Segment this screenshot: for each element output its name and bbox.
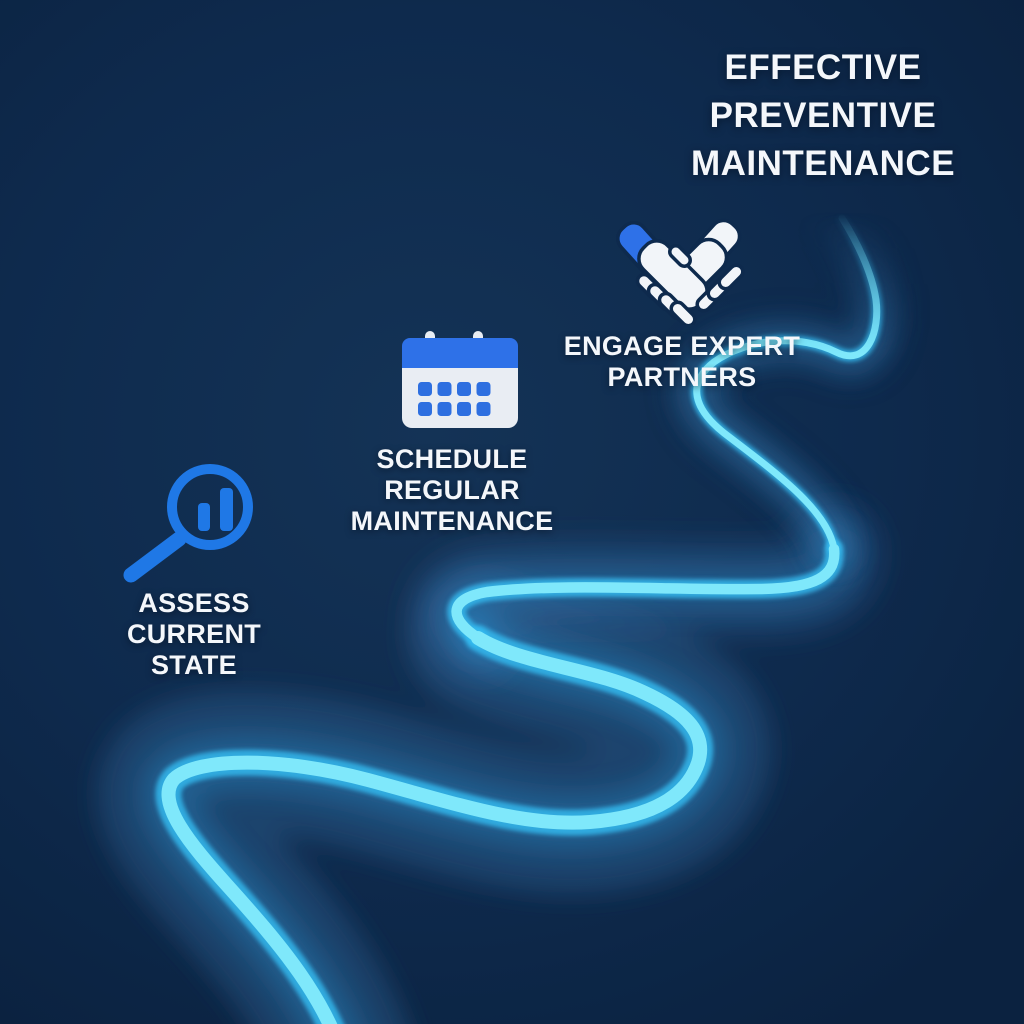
step-label: ENGAGE EXPERT PARTNERS	[564, 331, 800, 393]
step-label-line: STATE	[150, 650, 237, 680]
handshake-fingers-left	[635, 272, 697, 325]
title-line: MAINTENANCE	[690, 144, 956, 183]
step-label-line: REGULAR	[384, 475, 520, 505]
handshake-icon	[616, 218, 745, 325]
bar-chart-bar-short	[198, 503, 210, 531]
title-line: EFFECTIVE	[724, 48, 922, 87]
magnifier-lens	[167, 464, 253, 550]
handshake-fingers-right	[695, 263, 745, 313]
title-line: PREVENTIVE	[709, 96, 937, 135]
calendar-icon	[402, 331, 518, 428]
calendar-header	[402, 338, 518, 368]
step-label-line: MAINTENANCE	[350, 506, 554, 536]
step-label-line: CURRENT	[126, 619, 262, 649]
magnifier-handle	[123, 531, 187, 583]
step-label-line: ASSESS	[138, 588, 250, 618]
step-label-line: ENGAGE EXPERT	[563, 331, 801, 361]
calendar-body	[402, 368, 518, 428]
step-label-line: PARTNERS	[607, 362, 757, 392]
bar-chart-bar-tall	[220, 488, 233, 531]
page-title: EFFECTIVE PREVENTIVE MAINTENANCE	[691, 44, 955, 188]
step-label: SCHEDULE REGULAR MAINTENANCE	[351, 444, 554, 537]
handshake-thumb	[668, 244, 692, 268]
step-label-line: SCHEDULE	[376, 444, 528, 474]
step-label: ASSESS CURRENT STATE	[127, 588, 261, 681]
calendar-date-grid	[418, 382, 491, 416]
magnifier-bar-chart-icon	[123, 464, 253, 583]
